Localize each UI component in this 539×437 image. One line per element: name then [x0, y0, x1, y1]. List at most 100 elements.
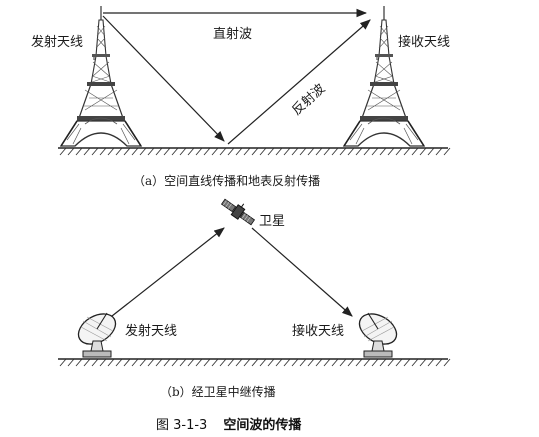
ground-hatch-mark	[123, 147, 131, 156]
reflected-wave-outgoing-arrow	[227, 19, 371, 145]
ground-hatch-mark	[291, 358, 299, 367]
ground-hatch-mark	[195, 147, 203, 156]
ground-hatch-mark	[371, 358, 379, 367]
ground-hatch-mark	[363, 358, 371, 367]
ground-hatch-mark	[355, 147, 363, 156]
ground-hatch-mark	[211, 358, 219, 367]
rx-antenna-label-b: 接收天线	[292, 324, 345, 339]
ground-hatch-mark	[307, 147, 315, 156]
ground-hatch-mark	[259, 147, 267, 156]
ground-hatch-mark	[83, 358, 91, 367]
ground-hatch-mark	[171, 147, 179, 156]
ground-hatch-mark	[75, 358, 83, 367]
ground-hatch-mark	[107, 147, 115, 156]
ground-hatch-mark	[379, 358, 387, 367]
ground-hatch-mark	[91, 358, 99, 367]
ground-hatch-mark	[243, 147, 251, 156]
ground-hatch-mark	[147, 147, 155, 156]
ground-hatch-mark	[283, 147, 291, 156]
ground-hatch-mark	[427, 358, 435, 367]
ground-hatch-mark	[163, 147, 171, 156]
ground-hatch-mark	[275, 147, 283, 156]
ground-hatch-mark	[75, 147, 83, 156]
transmit-tower-icon	[60, 5, 142, 147]
ground-hatch-mark	[179, 147, 187, 156]
ground-hatch-mark	[363, 147, 371, 156]
ground-hatch-mark	[379, 147, 387, 156]
ground-hatch-mark	[291, 147, 299, 156]
ground-hatch-mark	[387, 147, 395, 156]
ground-hatch-mark	[107, 358, 115, 367]
satellite-icon	[220, 198, 256, 226]
ground-hatch-mark	[411, 358, 419, 367]
ground-hatch-mark	[315, 147, 323, 156]
receive-tower-icon	[343, 5, 425, 147]
ground-hatch-mark	[299, 358, 307, 367]
ground-hatch-mark	[411, 147, 419, 156]
ground-hatch-mark	[163, 358, 171, 367]
ground-hatch-mark	[275, 358, 283, 367]
ground-hatch-mark	[267, 147, 275, 156]
ground-hatch-mark	[339, 358, 347, 367]
ground-hatch-mark	[403, 358, 411, 367]
ground-hatch-mark	[331, 147, 339, 156]
ground-hatch-mark	[179, 358, 187, 367]
ground-hatch-mark	[203, 147, 211, 156]
ground-hatch-mark	[219, 358, 227, 367]
reflected-wave-incident-arrow	[102, 15, 225, 142]
ground-hatch-mark	[371, 147, 379, 156]
ground-hatch-mark	[139, 147, 147, 156]
ground-hatch-mark	[355, 358, 363, 367]
ground-hatch-mark	[395, 358, 403, 367]
ground-hatch-mark	[99, 358, 107, 367]
satellite-label: 卫星	[259, 214, 286, 229]
figure-title: 空间波的传播	[223, 418, 302, 433]
ground-hatch-mark	[259, 358, 267, 367]
ground-hatch-mark	[403, 147, 411, 156]
ground-hatch-mark	[419, 147, 427, 156]
ground-hatch-mark	[187, 147, 195, 156]
ground-hatch-mark	[307, 358, 315, 367]
ground-hatch-mark	[347, 358, 355, 367]
ground-hatch-mark	[59, 358, 67, 367]
dish-antenna-icon	[353, 307, 403, 358]
ground-hatch-mark	[395, 147, 403, 156]
ground-hatch-mark	[131, 147, 139, 156]
ground-hatch-mark	[435, 358, 443, 367]
ground-hatch-mark	[139, 358, 147, 367]
ground-hatch-mark	[443, 147, 451, 156]
ground-hatch-mark	[243, 358, 251, 367]
ground-hatch-mark	[347, 147, 355, 156]
ground-hatch-mark	[331, 358, 339, 367]
ground-hatch-mark	[83, 147, 91, 156]
caption-a: （a）空间直线传播和地表反射传播	[133, 174, 321, 188]
tx-antenna-label-a: 发射天线	[31, 35, 84, 50]
ground-hatch-mark	[427, 147, 435, 156]
ground-hatch-mark	[67, 147, 75, 156]
caption-b: （b）经卫星中继传播	[160, 385, 276, 399]
ground-hatch-mark	[91, 147, 99, 156]
ground-hatch-mark	[235, 147, 243, 156]
ground-hatch-mark	[339, 147, 347, 156]
ground-hatch-mark	[195, 358, 203, 367]
ground-hatch-mark	[115, 147, 123, 156]
ground-hatch-mark	[227, 358, 235, 367]
ground-hatch-mark	[155, 147, 163, 156]
ground-hatch-mark	[323, 358, 331, 367]
ground-hatch-mark	[227, 147, 235, 156]
uplink-arrow	[111, 227, 225, 317]
ground-hatch-mark	[323, 147, 331, 156]
rx-antenna-label-a: 接收天线	[398, 35, 451, 50]
ground-hatch-mark	[299, 147, 307, 156]
ground-hatch-mark	[283, 358, 291, 367]
ground-hatch-mark	[315, 358, 323, 367]
downlink-arrow	[251, 227, 353, 317]
ground-hatch-mark	[219, 147, 227, 156]
ground-hatch-mark	[171, 358, 179, 367]
ground-hatch-mark	[67, 358, 75, 367]
ground-hatch-mark	[99, 147, 107, 156]
ground-hatch-mark	[59, 147, 67, 156]
